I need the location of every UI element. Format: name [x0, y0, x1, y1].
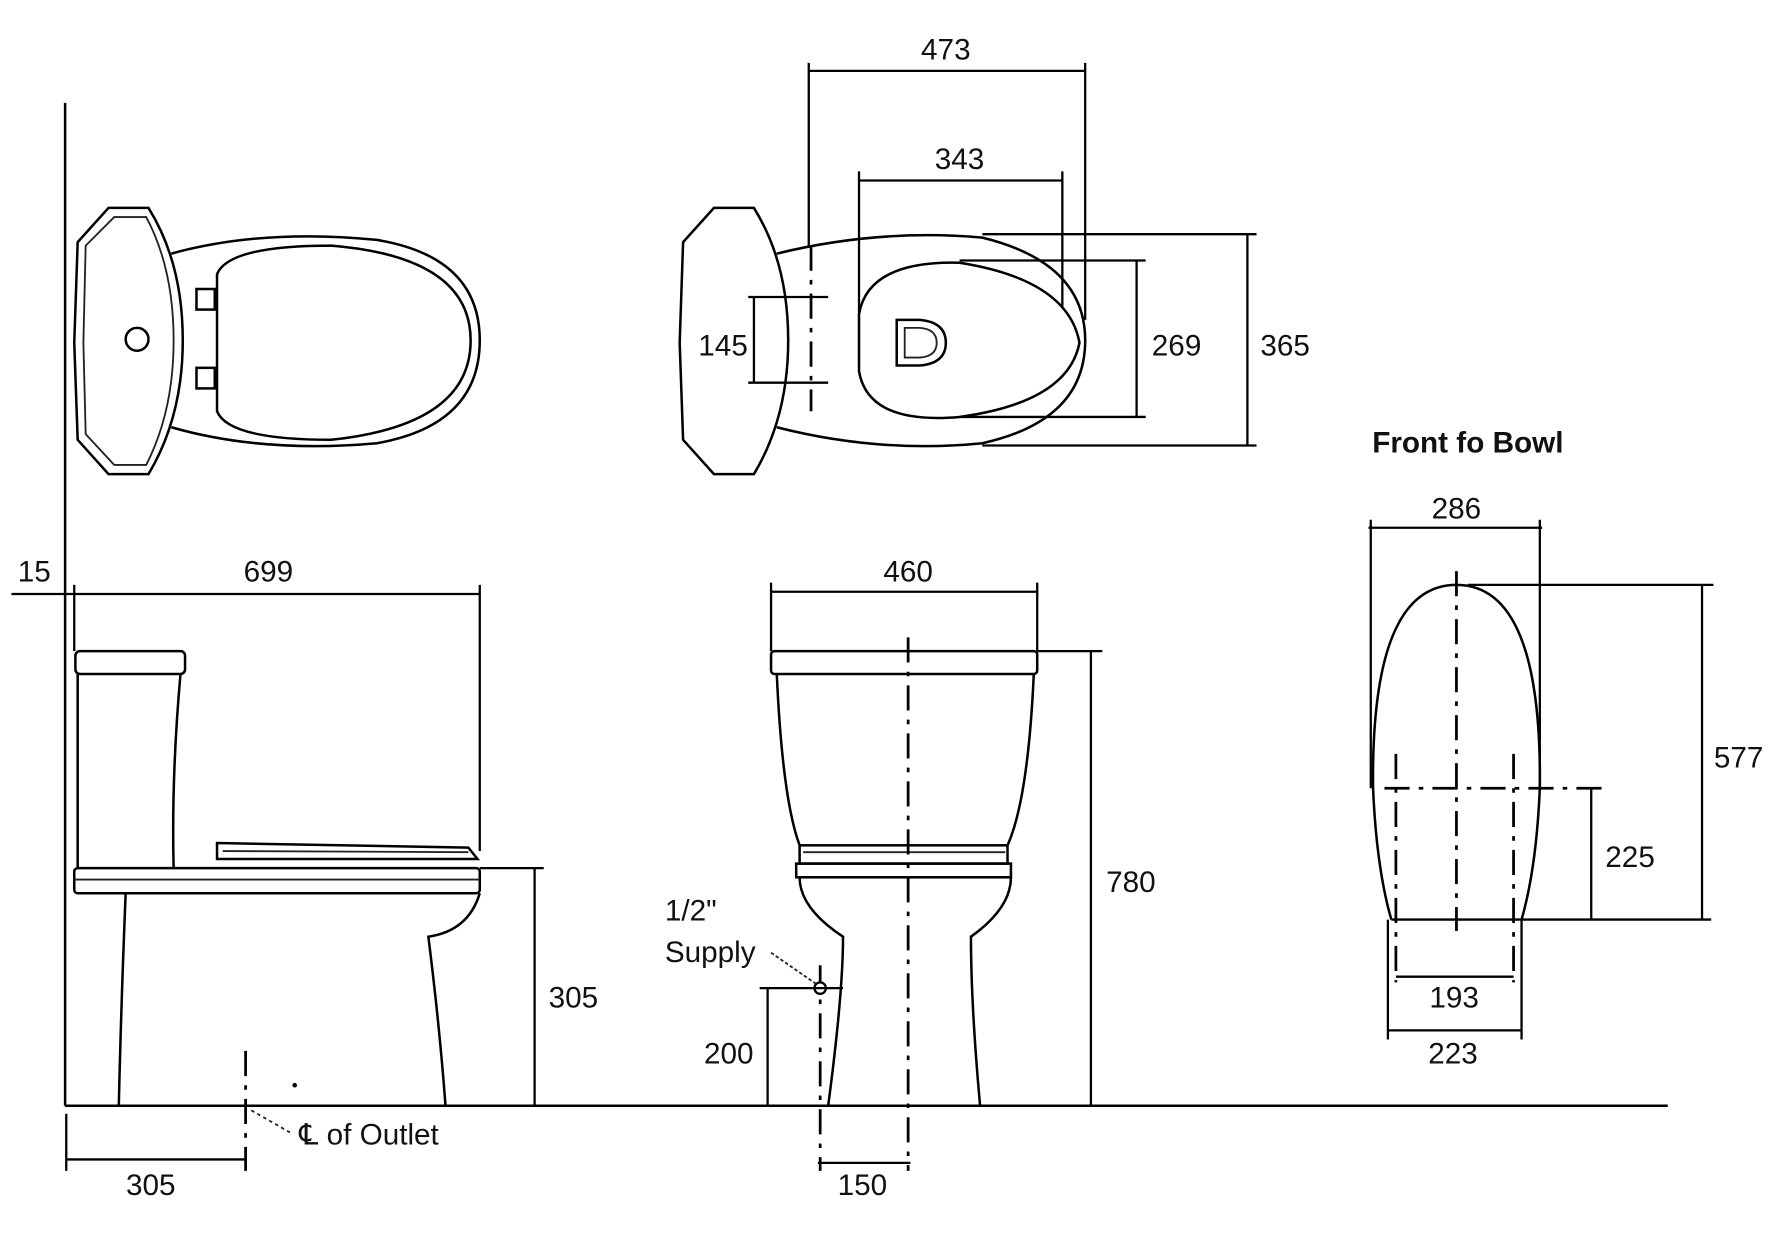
- dim-150: 150: [817, 1161, 911, 1202]
- dim-label: 193: [1429, 982, 1479, 1015]
- dim-outlet-305: 305: [65, 1113, 246, 1202]
- flush-button-icon: [124, 326, 150, 352]
- dim-label: 150: [838, 1169, 888, 1202]
- dim-label: 699: [244, 555, 294, 588]
- dim-label: 780: [1106, 866, 1156, 899]
- front-of-bowl-outline: [1371, 571, 1605, 983]
- plan-view-bowl-open: [678, 206, 1087, 476]
- outlet-label: ℄ of Outlet: [298, 1119, 439, 1152]
- hinge-icon: [195, 287, 217, 311]
- front-of-bowl-title: Front fo Bowl: [1372, 426, 1563, 459]
- dim-365: 365: [982, 233, 1310, 447]
- dim-label: 225: [1605, 841, 1655, 874]
- dim-225: 225: [1590, 788, 1655, 920]
- plan-view-seat-closed: [72, 206, 482, 476]
- dim-label: 145: [698, 329, 748, 362]
- dim-343: 343: [857, 143, 1064, 315]
- dim-200: 200: [704, 986, 844, 1106]
- dim-seat-305: 305: [479, 867, 599, 1106]
- side-view-toilet: [72, 649, 482, 1106]
- dim-286: 286: [1368, 493, 1543, 789]
- dim-label: 343: [935, 143, 985, 176]
- supply-point: 1/2" Supply: [665, 895, 828, 1171]
- dim-460: 460: [769, 555, 1039, 652]
- dim-577: 577: [1391, 583, 1764, 921]
- dim-label: 286: [1432, 493, 1482, 526]
- supply-label: 1/2": [665, 895, 717, 928]
- dim-label: 269: [1152, 329, 1202, 362]
- hinge-icon: [195, 366, 217, 390]
- dim-label: 365: [1260, 329, 1310, 362]
- dim-473: 473: [807, 33, 1087, 320]
- supply-label: Supply: [665, 936, 756, 969]
- dim-label: 223: [1428, 1038, 1478, 1071]
- dim-780: 780: [1037, 649, 1156, 1106]
- dim-label: 15: [18, 555, 51, 588]
- dim-label: 305: [549, 982, 599, 1015]
- dim-label: 460: [883, 555, 933, 588]
- dim-label: 200: [704, 1038, 754, 1071]
- dim-label: 577: [1714, 742, 1764, 775]
- dim-label: 473: [921, 33, 971, 66]
- dim-145: 145: [698, 295, 829, 384]
- dim-223: 223: [1386, 919, 1523, 1071]
- outlet-d-icon: [895, 318, 948, 367]
- dim-label: 305: [126, 1169, 176, 1202]
- dim-193: 193: [1395, 975, 1514, 1015]
- front-view-toilet: [769, 649, 1039, 1106]
- dim-269: 269: [959, 259, 1202, 419]
- dim-15-699: 15 699: [11, 555, 481, 852]
